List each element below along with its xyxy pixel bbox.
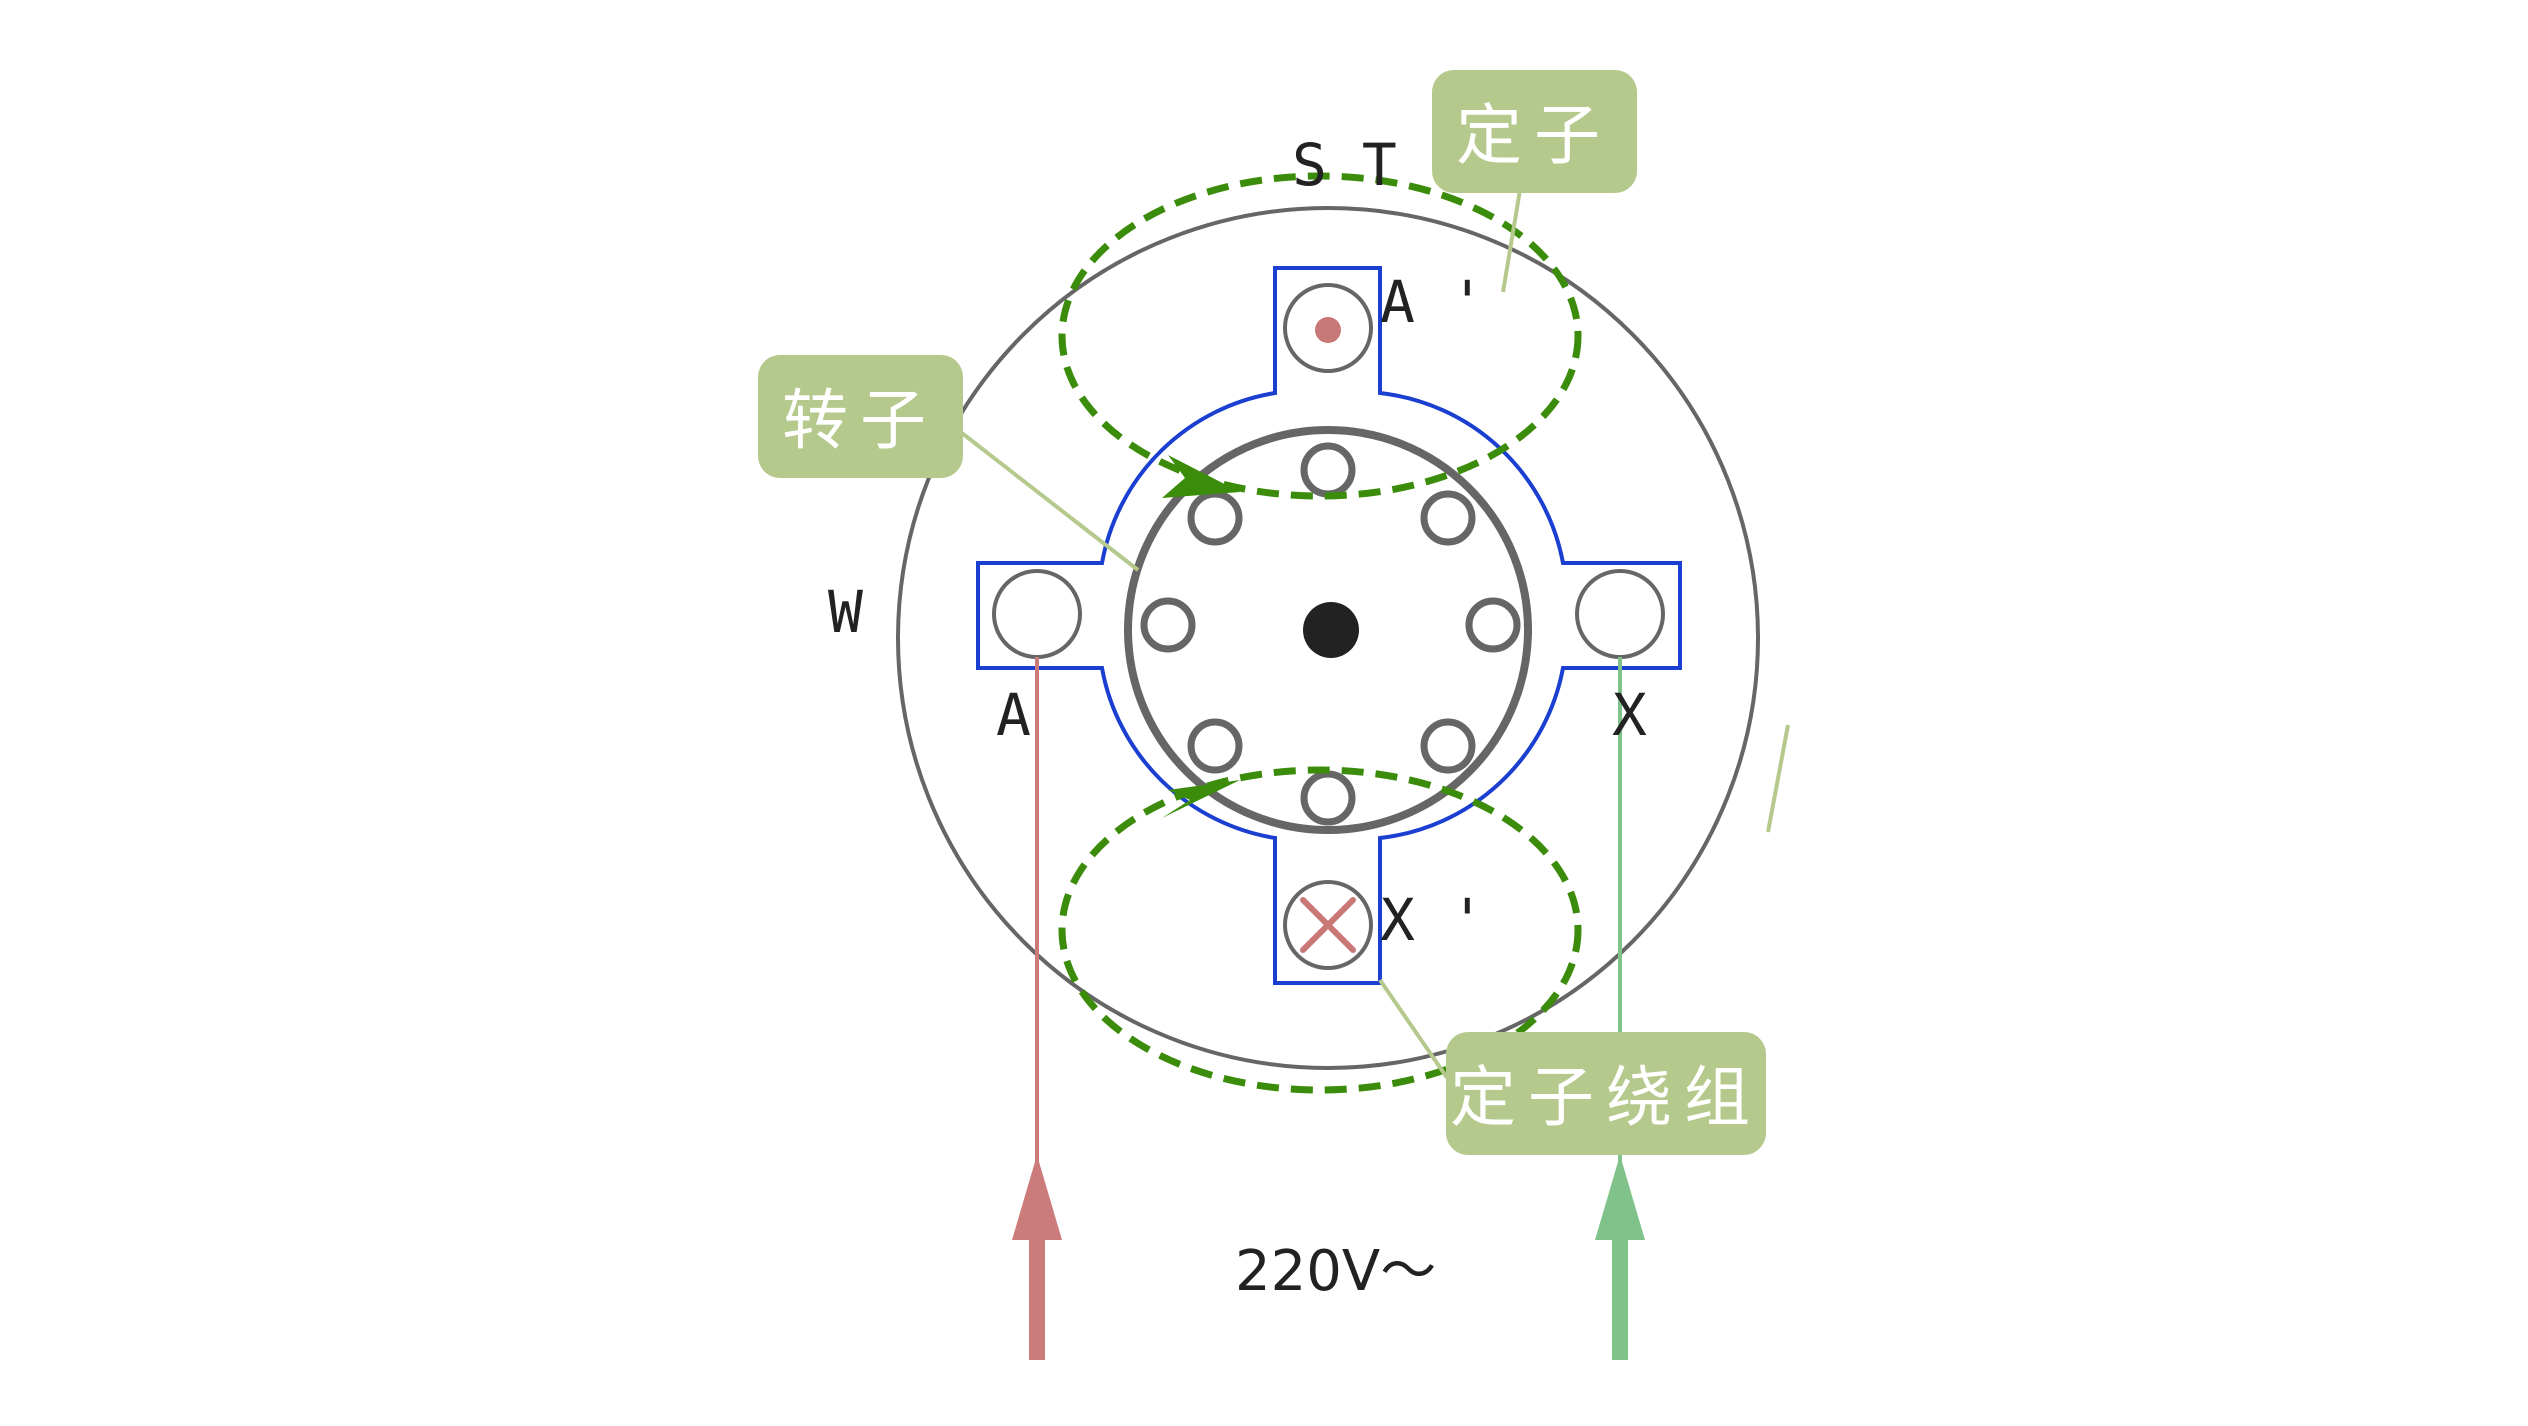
cross-icon	[1300, 897, 1356, 953]
lead-x-arrow-icon	[1595, 1155, 1645, 1240]
lead-x-shaft	[1612, 1230, 1628, 1360]
callout-stator-text: 定子	[1456, 97, 1612, 174]
callout-stator-winding: 定子绕组	[1446, 1032, 1766, 1155]
rotor-shaft	[1303, 602, 1359, 658]
label-voltage: 220V～	[1235, 1239, 1436, 1304]
conductor-x-prime	[1283, 880, 1373, 970]
rotor-slot	[1187, 490, 1243, 546]
flux-path-top	[1058, 172, 1582, 500]
callout-winding-text: 定子绕组	[1450, 1059, 1762, 1136]
stator-outer-ring	[896, 206, 1760, 1070]
lead-a-shaft	[1029, 1230, 1045, 1360]
callout-rotor-text: 转子	[782, 382, 938, 459]
flux-arrow-bottom-icon	[1162, 780, 1240, 818]
rotor-slot	[1140, 597, 1196, 653]
stator-pole-outline	[976, 266, 1682, 985]
lead-a-arrow-icon	[1012, 1155, 1062, 1240]
label-st: S T	[1292, 131, 1397, 199]
rotor-slot	[1465, 597, 1521, 653]
rotor-slot	[1187, 718, 1243, 774]
rotor-slot	[1300, 442, 1356, 498]
rotor-slot	[1420, 490, 1476, 546]
label-a-prime: A '	[1380, 268, 1485, 336]
callout-rotor: 转子	[758, 355, 963, 478]
leader-rotor	[956, 428, 1140, 572]
label-w: W	[828, 578, 863, 646]
label-x-prime: X '	[1380, 886, 1485, 954]
callout-stator: 定子	[1432, 70, 1637, 193]
flux-path-bottom	[1058, 766, 1582, 1094]
leader-winding	[1378, 978, 1452, 1084]
dot-icon	[1315, 317, 1341, 343]
leader-stator	[1501, 189, 1522, 293]
label-a: A	[996, 681, 1031, 749]
flux-arrow-top-icon	[1162, 455, 1240, 498]
tick-mark	[1766, 724, 1790, 833]
conductor-a-prime	[1283, 283, 1373, 373]
rotor-slot	[1300, 770, 1356, 826]
label-x: X	[1612, 681, 1647, 749]
rotor-slots	[1140, 442, 1521, 826]
conductor-a	[992, 569, 1082, 659]
conductor-x	[1575, 569, 1665, 659]
rotor-slot	[1420, 718, 1476, 774]
